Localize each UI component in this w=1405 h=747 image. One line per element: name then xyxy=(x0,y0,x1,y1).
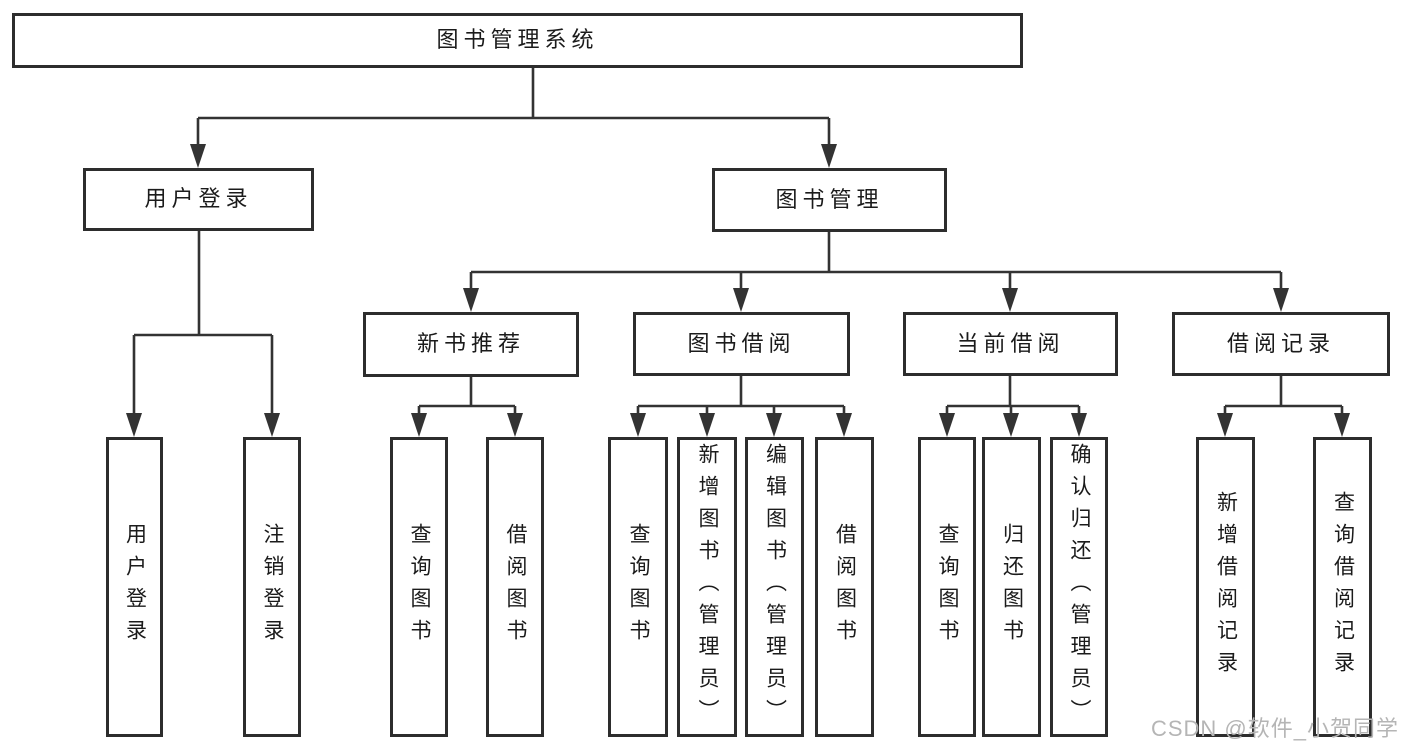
leaf-records-add-record: 新增借阅记录 xyxy=(1196,437,1255,737)
connector-new-book-recommend-children xyxy=(411,377,523,437)
leaf-recommend-borrow-books-label: 借阅图书 xyxy=(504,523,528,651)
arrowhead xyxy=(733,288,749,312)
leaf-current-return-books-label: 归还图书 xyxy=(1000,523,1024,651)
arrowhead xyxy=(190,144,206,168)
leaf-logout-label: 注销登录 xyxy=(261,523,285,651)
node-borrow-records-label: 借阅记录 xyxy=(1226,330,1335,356)
node-book-borrow: 图书借阅 xyxy=(633,312,850,376)
node-root-label: 图书管理系统 xyxy=(436,27,599,53)
connector-book-management-children xyxy=(463,232,1289,312)
watermark: CSDN @软件_小贺同学 xyxy=(1150,716,1399,741)
connector-root-to-level2 xyxy=(190,68,837,168)
leaf-borrow-edit-books-admin-label: 编辑图书（管理员） xyxy=(763,443,787,731)
leaf-current-return-books: 归还图书 xyxy=(982,437,1041,737)
arrowhead xyxy=(463,288,479,312)
leaf-borrow-borrow-books-label: 借阅图书 xyxy=(833,523,857,651)
leaf-borrow-edit-books-admin: 编辑图书（管理员） xyxy=(745,437,804,737)
leaf-current-confirm-return-admin: 确认归还（管理员） xyxy=(1050,437,1108,737)
node-new-book-recommend: 新书推荐 xyxy=(363,312,579,377)
node-current-borrow: 当前借阅 xyxy=(903,312,1118,376)
node-user-login-label: 用户登录 xyxy=(144,186,253,212)
node-root: 图书管理系统 xyxy=(12,13,1023,68)
leaf-records-query-record-label: 查询借阅记录 xyxy=(1331,491,1355,683)
arrowhead xyxy=(1217,413,1233,437)
leaf-borrow-query-books-label: 查询图书 xyxy=(627,523,651,651)
node-book-borrow-label: 图书借阅 xyxy=(687,330,796,356)
leaf-records-add-record-label: 新增借阅记录 xyxy=(1214,491,1238,683)
arrowhead xyxy=(821,144,837,168)
arrowhead xyxy=(630,413,646,437)
arrowhead xyxy=(264,413,280,437)
leaf-current-confirm-return-admin-label: 确认归还（管理员） xyxy=(1068,443,1092,731)
leaf-borrow-add-books-admin-label: 新增图书（管理员） xyxy=(696,443,720,731)
node-borrow-records: 借阅记录 xyxy=(1172,312,1390,376)
leaf-current-query-books: 查询图书 xyxy=(918,437,976,737)
leaf-recommend-borrow-books: 借阅图书 xyxy=(486,437,544,737)
leaf-current-query-books-label: 查询图书 xyxy=(936,523,960,651)
leaf-user-login: 用户登录 xyxy=(106,437,163,737)
arrowhead xyxy=(1002,288,1018,312)
node-current-borrow-label: 当前借阅 xyxy=(956,330,1065,356)
arrowhead xyxy=(699,413,715,437)
connector-book-borrow-children xyxy=(630,376,852,437)
connector-current-borrow-children xyxy=(939,376,1087,437)
node-book-management-label: 图书管理 xyxy=(775,186,884,212)
arrowhead xyxy=(411,413,427,437)
node-new-book-recommend-label: 新书推荐 xyxy=(416,331,525,357)
connector-user-login-children xyxy=(126,231,280,437)
leaf-logout: 注销登录 xyxy=(243,437,301,737)
node-user-login: 用户登录 xyxy=(83,168,314,231)
leaf-user-login-label: 用户登录 xyxy=(123,523,147,651)
leaf-borrow-add-books-admin: 新增图书（管理员） xyxy=(677,437,737,737)
arrowhead xyxy=(1273,288,1289,312)
connector-borrow-records-children xyxy=(1217,376,1350,437)
arrowhead xyxy=(126,413,142,437)
leaf-borrow-borrow-books: 借阅图书 xyxy=(815,437,874,737)
arrowhead xyxy=(1071,413,1087,437)
arrowhead xyxy=(507,413,523,437)
leaf-recommend-query-books-label: 查询图书 xyxy=(408,523,432,651)
arrowhead xyxy=(836,413,852,437)
leaf-borrow-query-books: 查询图书 xyxy=(608,437,668,737)
leaf-recommend-query-books: 查询图书 xyxy=(390,437,448,737)
arrowhead xyxy=(1003,413,1019,437)
leaf-records-query-record: 查询借阅记录 xyxy=(1313,437,1372,737)
arrowhead xyxy=(766,413,782,437)
node-book-management: 图书管理 xyxy=(712,168,947,232)
arrowhead xyxy=(1334,413,1350,437)
arrowhead xyxy=(939,413,955,437)
